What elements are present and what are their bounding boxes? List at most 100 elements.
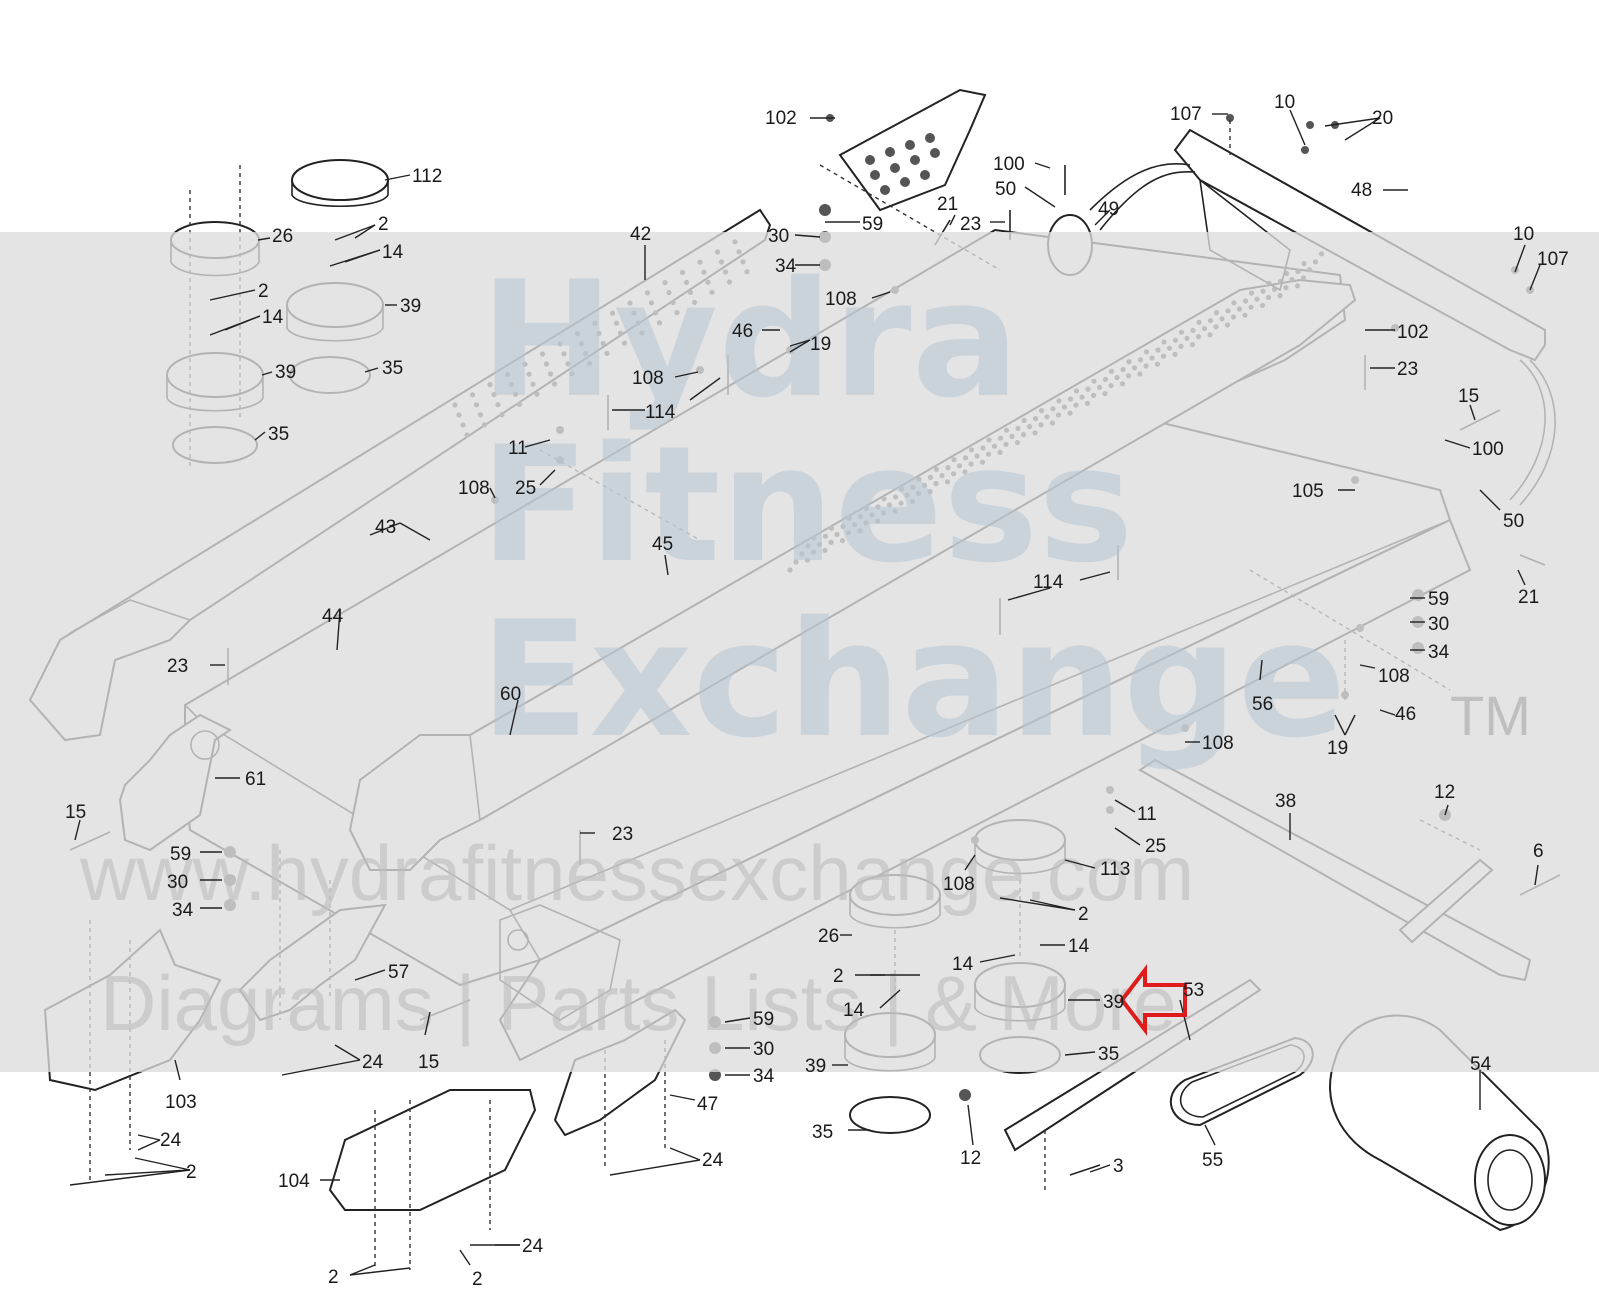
callout-39: 39 [1103,992,1124,1013]
callout-59: 59 [1428,589,1449,610]
watermark-line3: Exchange [480,586,1346,773]
callout-34: 34 [1428,642,1450,663]
callout-108: 108 [632,368,664,389]
callout-26: 26 [818,926,839,947]
callout-59: 59 [862,214,883,235]
callout-23: 23 [1397,359,1418,380]
callout-50: 50 [995,179,1016,200]
callout-14: 14 [843,1000,865,1021]
callout-56: 56 [1252,694,1273,715]
callout-100: 100 [993,154,1025,175]
leader-lines [69,109,1541,1276]
callout-2: 2 [378,214,389,235]
callout-46: 46 [1395,704,1416,725]
callout-10: 10 [1513,224,1534,245]
callout-100: 100 [1472,439,1504,460]
callout-47: 47 [697,1094,718,1115]
callout-24: 24 [362,1052,384,1073]
callout-43: 43 [375,517,396,538]
callout-14: 14 [262,307,284,328]
callout-15: 15 [418,1052,439,1073]
callout-2: 2 [833,966,844,987]
callout-23: 23 [960,214,981,235]
callout-2: 2 [258,281,269,302]
callout-39: 39 [805,1056,826,1077]
callout-23: 23 [612,824,633,845]
watermark-line2: Fitness [480,411,1134,598]
callout-57: 57 [388,962,409,983]
highlight-arrow [1119,964,1187,1036]
callout-10: 10 [1274,92,1295,113]
callout-15: 15 [1458,386,1479,407]
callout-61: 61 [245,769,266,790]
callout-108: 108 [943,874,975,895]
callout-39: 39 [275,362,296,383]
callout-23: 23 [167,656,188,677]
callout-34: 34 [172,900,194,921]
callout-102: 102 [1397,322,1429,343]
callout-25: 25 [1145,836,1166,857]
callout-112: 112 [412,166,442,187]
callout-35: 35 [1098,1044,1119,1065]
callout-6: 6 [1533,841,1544,862]
callout-12: 12 [1434,782,1455,803]
callout-12: 12 [960,1148,981,1169]
watermark-url: www.hydrafitnessexchange.com [79,829,1194,917]
callout-113: 113 [1100,859,1130,880]
callout-30: 30 [1428,614,1449,635]
callout-55: 55 [1202,1150,1223,1171]
callout-24: 24 [522,1236,544,1257]
callout-50: 50 [1503,511,1524,532]
part-top-plate [838,88,987,212]
callout-108: 108 [825,289,857,310]
watermark-line1: Hydra [480,246,1020,433]
callout-19: 19 [1327,738,1348,759]
callout-11: 11 [1137,804,1157,825]
callout-108: 108 [1202,733,1234,754]
callout-2: 2 [328,1267,339,1288]
callout-labels: 102 107 10 20 48 10 107 112 26 2 14 2 14… [65,92,1569,1290]
callout-114: 114 [1033,572,1064,593]
callout-3: 3 [1113,1156,1124,1177]
callout-24: 24 [160,1130,182,1151]
callout-20: 20 [1372,108,1393,129]
callout-105: 105 [1292,481,1324,502]
callout-54: 54 [1470,1054,1492,1075]
watermark: Hydra Fitness Exchange TM www.hydrafitne… [0,232,1599,1072]
callout-30: 30 [167,872,188,893]
callout-35: 35 [382,358,403,379]
callout-45: 45 [652,534,673,555]
callout-60: 60 [500,684,521,705]
callout-59: 59 [753,1009,774,1030]
callout-2: 2 [186,1162,197,1183]
callout-59: 59 [170,844,191,865]
callout-44: 44 [322,606,344,627]
callout-35: 35 [268,424,289,445]
callout-11: 11 [508,438,528,459]
callout-48: 48 [1351,180,1372,201]
callout-2: 2 [1078,904,1089,925]
callout-30: 30 [768,226,789,247]
watermark-trademark: TM [1450,684,1531,747]
callout-102: 102 [765,108,797,129]
callout-2: 2 [472,1269,483,1290]
callout-19: 19 [810,334,831,355]
callout-38: 38 [1275,791,1296,812]
callout-49: 49 [1098,199,1119,220]
callout-15: 15 [65,802,86,823]
callout-14: 14 [382,242,404,263]
callout-46: 46 [732,321,753,342]
callout-114: 114 [645,402,676,423]
callout-53: 53 [1183,980,1204,1001]
plate-holes [865,133,940,195]
callout-14: 14 [952,954,974,975]
callout-14: 14 [1068,936,1090,957]
callout-104: 104 [278,1171,310,1192]
callout-108: 108 [458,478,490,499]
callout-35: 35 [812,1122,833,1143]
part-cover-104 [328,1089,537,1211]
callout-103: 103 [165,1092,197,1113]
callout-108: 108 [1378,666,1410,687]
callout-42: 42 [630,224,651,245]
